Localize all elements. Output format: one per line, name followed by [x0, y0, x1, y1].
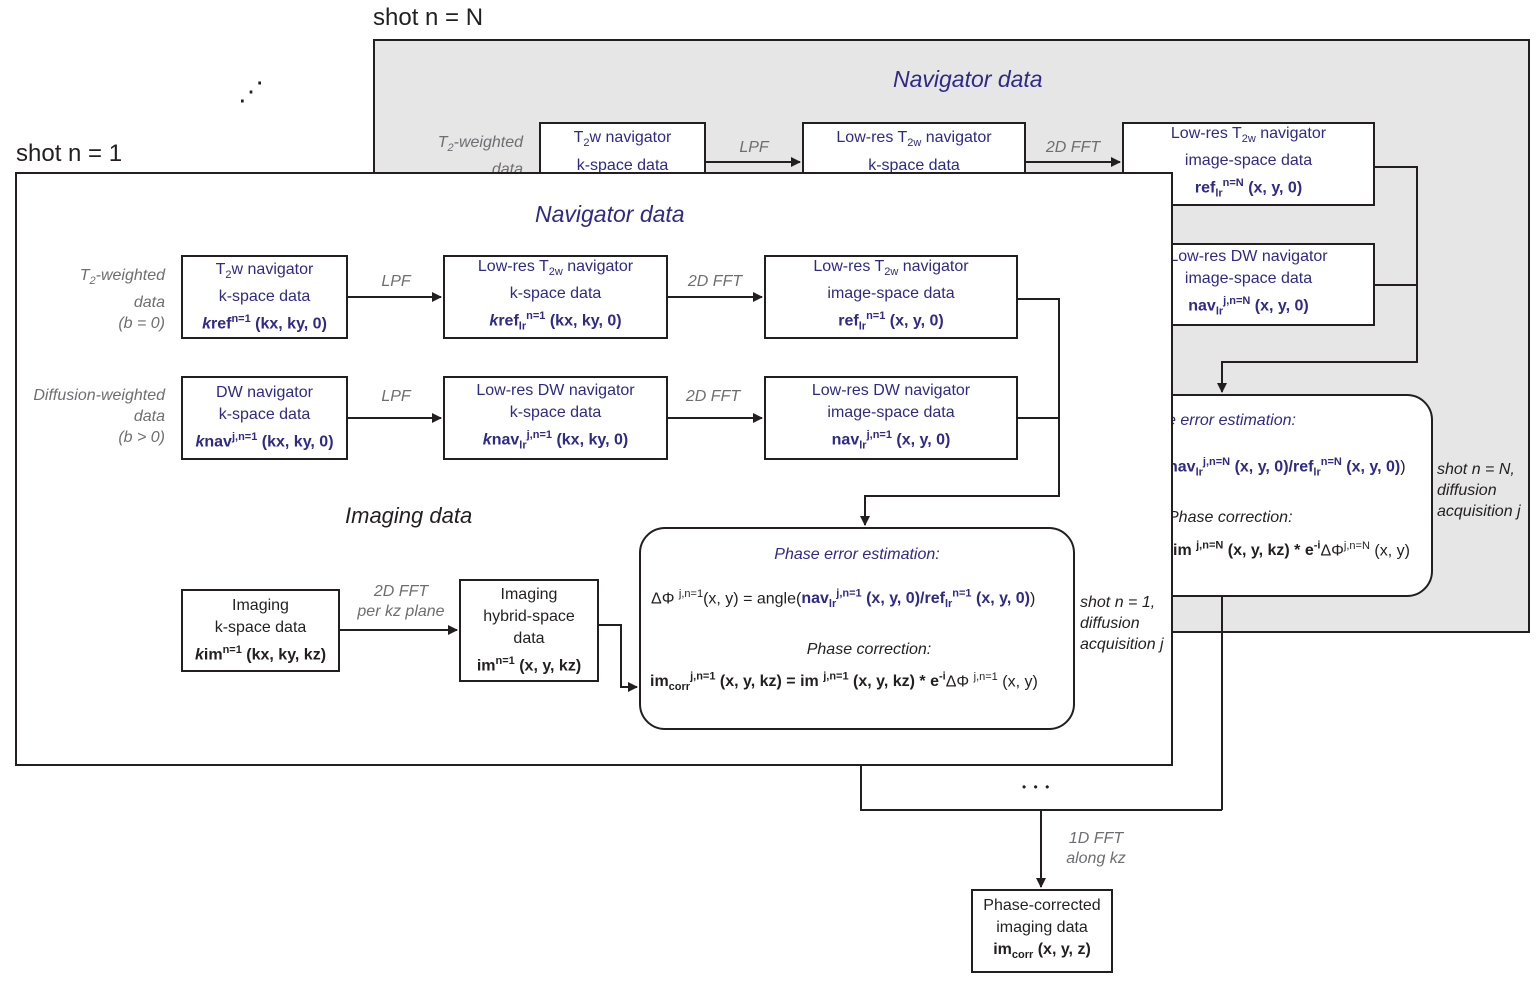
t2w-kspace-box: T2w navigator k-space data krefn=1 (kx, …: [181, 255, 348, 339]
navigator-title: Navigator data: [535, 201, 685, 227]
phase-eq1: ΔΦ j,n=1(x, y) = angle(navlrj,n=1 (x, y,…: [651, 588, 1036, 611]
lowres-dw-kspace-box: Low-res DW navigator k-space data knavlr…: [443, 376, 668, 460]
fft-kz-label: 2D FFT per kz plane: [357, 583, 445, 620]
phase-correction-title: Phase correction:: [806, 641, 932, 658]
front-shot-annotation: shot n = 1, diffusion acquisition j: [1080, 594, 1164, 653]
lpf-label-2: LPF: [381, 388, 411, 405]
lowres-t2w-image-box: Low-res T2w navigator image-space data r…: [764, 255, 1018, 339]
fft-label-1: 2D FFT: [687, 273, 743, 290]
hybrid-to-phase-arrow: [599, 624, 638, 692]
imaging-title: Imaging data: [345, 503, 473, 528]
shot-n-N-label: shot n = N: [373, 4, 484, 31]
lowres-t2w-kspace-box: Low-res T2w navigator k-space data krefl…: [443, 255, 668, 339]
final-output-box: Phase-corrected imaging data imcorr (x, …: [971, 889, 1113, 973]
back-phase-eq1: navlrj,n=N (x, y, 0)/reflrn=N (x, y, 0)): [1168, 456, 1406, 479]
lowres-dw-image-box: Low-res DW navigator image-space data na…: [764, 376, 1018, 460]
ellipsis-dots: • • •: [1022, 780, 1052, 794]
phase-box: [639, 527, 1075, 730]
back-2dfft-label: 2D FFT: [1045, 139, 1101, 156]
lpf-label-1: LPF: [381, 273, 411, 290]
fft1d-label: 1D FFT along kz: [1066, 830, 1126, 867]
imaging-hybrid-box: Imaging hybrid-space data imn=1 (x, y, k…: [459, 579, 599, 682]
nav-merge-arrow: [860, 298, 1060, 526]
dw-kspace-box: DW navigator k-space data knavj,n=1 (kx,…: [181, 376, 348, 460]
phase-eq2: imcorrj,n=1 (x, y, kz) = im j,n=1 (x, y,…: [650, 671, 1038, 694]
back-shot-annotation: shot n = N, diffusion acquisition j: [1437, 461, 1521, 520]
back-phase-estimation-title: e error estimation:: [1167, 412, 1296, 429]
back-lpf-label: LPF: [739, 139, 769, 156]
back-merge-arrow: [1217, 166, 1418, 393]
back-navigator-title: Navigator data: [893, 66, 1043, 92]
shot-n-1-label: shot n = 1: [16, 140, 123, 167]
stack-ellipsis: ⋰: [238, 76, 264, 106]
imaging-kspace-box: Imaging k-space data kimn=1 (kx, ky, kz): [181, 589, 340, 672]
fft-label-2: 2D FFT: [685, 388, 741, 405]
back-phase-eq2: im j,n=N (x, y, kz) * e-iΔΦj,n=N (x, y): [1173, 540, 1410, 560]
back-phase-correction-title: Phase correction:: [1168, 509, 1293, 526]
phase-estimation-title: Phase error estimation:: [774, 546, 940, 563]
